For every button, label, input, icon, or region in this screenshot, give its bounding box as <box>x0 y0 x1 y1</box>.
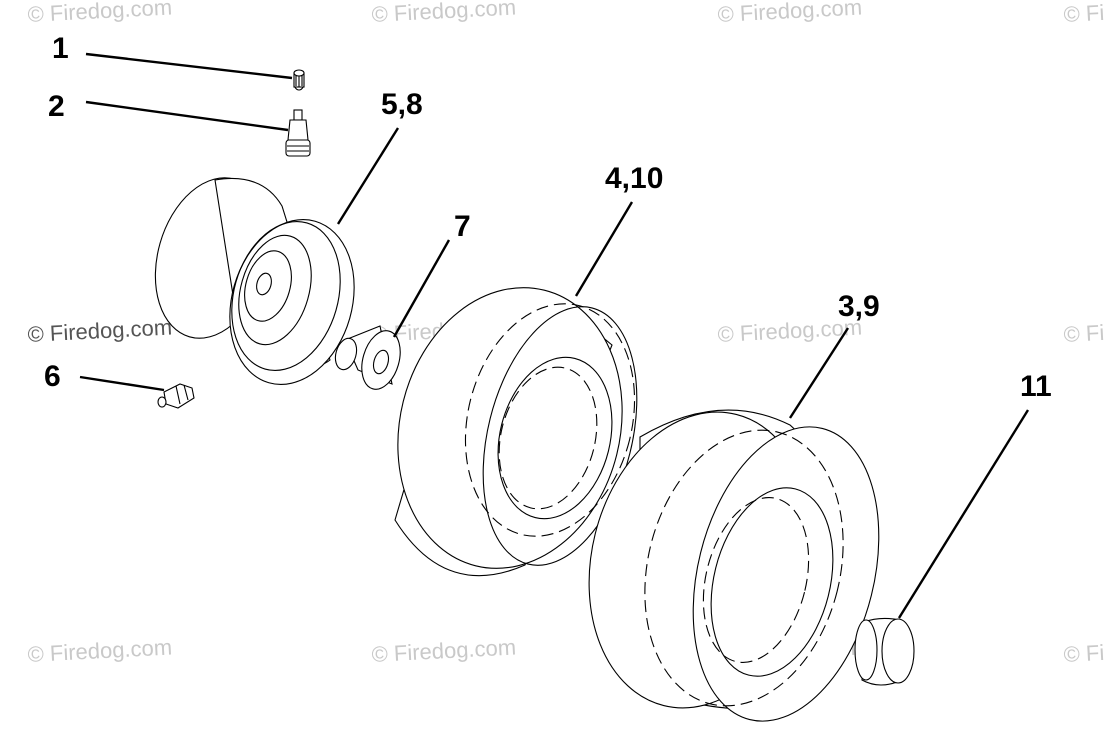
callout-7[interactable]: 7 <box>454 210 471 243</box>
bushing-part[interactable] <box>332 325 407 394</box>
grease-fitting-part[interactable] <box>157 383 195 409</box>
leader-line-4-10 <box>574 201 634 297</box>
callout-2[interactable]: 2 <box>48 90 65 123</box>
leader-line-11 <box>897 409 1030 619</box>
watermark: © Firedog.com <box>717 0 863 27</box>
callout-4-10[interactable]: 4,10 <box>605 162 663 195</box>
watermark: © Firedog.com <box>371 0 517 27</box>
watermark: © Firedog.com <box>27 314 173 347</box>
leader-line-2 <box>85 100 289 132</box>
leader-line-1 <box>85 52 293 80</box>
callout-3-9[interactable]: 3,9 <box>838 290 880 323</box>
watermark: © Firedog.com <box>1063 634 1104 667</box>
wheel-rim-part[interactable] <box>137 164 372 399</box>
watermark: © Firedog.com <box>27 0 173 27</box>
tire-part[interactable] <box>369 264 662 593</box>
watermark: © Firedog.com <box>1063 314 1104 347</box>
tire-part-front[interactable] <box>559 388 908 741</box>
leader-line-5-8 <box>336 127 400 225</box>
callout-6[interactable]: 6 <box>44 360 61 393</box>
callouts: 1 2 5,8 7 4,10 3,9 6 11 <box>44 32 1052 403</box>
leader-line-6 <box>79 375 165 392</box>
valve-stem-part[interactable] <box>285 109 311 157</box>
valve-cap-part[interactable] <box>293 69 305 91</box>
callout-5-8[interactable]: 5,8 <box>381 88 423 121</box>
watermark: © Firedog.com <box>27 634 173 667</box>
callout-1[interactable]: 1 <box>52 32 69 65</box>
callout-11[interactable]: 11 <box>1020 370 1052 403</box>
leader-lines <box>79 52 1030 619</box>
bearing-part[interactable] <box>854 617 915 686</box>
leader-line-7 <box>392 239 451 338</box>
watermark: © Firedog.com <box>1063 0 1104 27</box>
leader-line-3-9 <box>788 327 850 419</box>
watermark: © Firedog.com <box>371 634 517 667</box>
